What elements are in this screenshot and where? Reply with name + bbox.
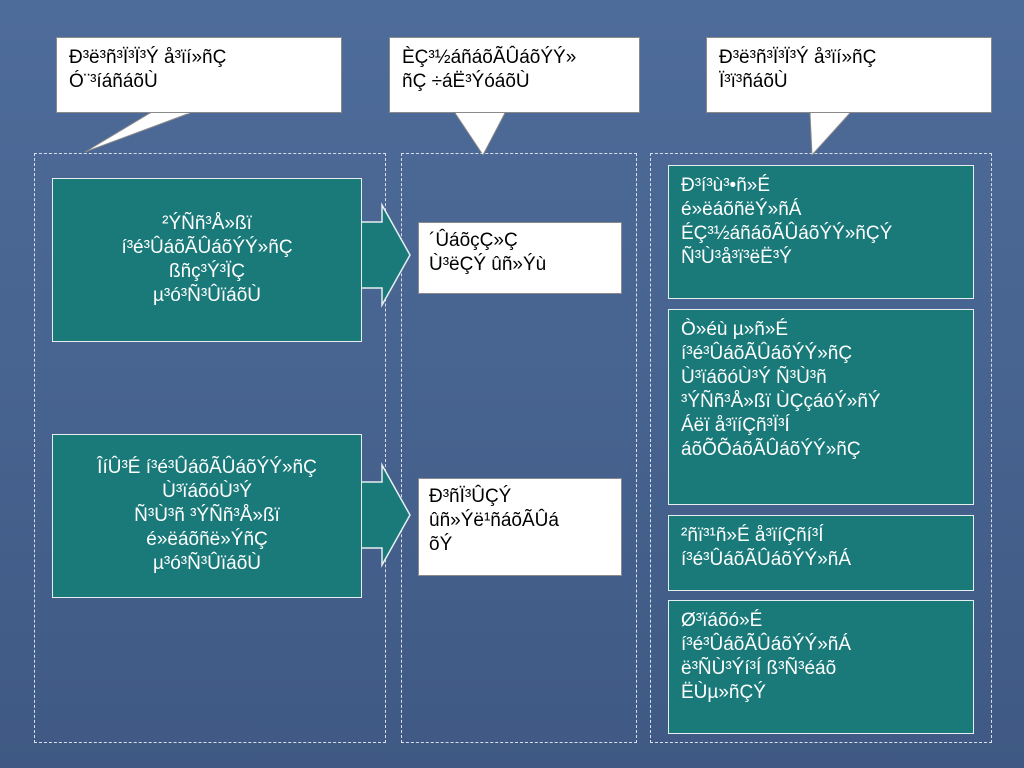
middle-box-1: ´ÛáõçÇ»Ç Ù³ëÇÝ ûñ»Ýù	[418, 222, 622, 294]
column-middle	[401, 153, 637, 743]
callout-middle: ÈÇ³½áñáõÃÛáõÝÝ» ñÇ ÷áË³ÝóáõÙ	[389, 37, 640, 113]
left-box-2: ÎíÛ³É í³é³ÛáõÃÛáõÝÝ»ñÇ Ù³ïáõóÙ³Ý Ñ³Ù³ñ ³…	[52, 434, 362, 598]
right-box-3: ²ñï³¹ñ»É å³ïíÇñí³Í í³é³ÛáõÃÛáõÝÝ»ñÁ	[668, 515, 974, 591]
column-left	[34, 153, 386, 743]
right-box-1: Ð³í³ù³•ñ»É é»ëáõñëÝ»ñÁ ÉÇ³½áñáõÃÛáõÝÝ»ñÇ…	[668, 165, 974, 299]
left-box-1: ²ÝÑñ³Å»ßï í³é³ÛáõÃÛáõÝÝ»ñÇ ßñç³Ý³ÏÇ µ³ó³…	[52, 178, 362, 342]
column-right	[650, 153, 992, 743]
arrow-right-icon	[359, 202, 411, 308]
middle-box-2: Ð³ñÏ³ÛÇÝ ûñ»Ýë¹ñáõÃÛá õÝ	[418, 478, 622, 576]
right-box-2: Ò»éù µ»ñ»É í³é³ÛáõÃÛáõÝÝ»ñÇ Ù³ïáõóÙ³Ý Ñ³…	[668, 309, 974, 505]
arrow-right-icon	[359, 462, 411, 568]
callout-left: Ð³ë³ñ³Ï³Ï³Ý å³ïí»ñÇ Ó¨³íáñáõÙ	[56, 37, 342, 113]
right-box-4: Ø³ïáõó»É í³é³ÛáõÃÛáõÝÝ»ñÁ ë³ÑÙ³Ýí³Í ß³Ñ³…	[668, 600, 974, 734]
callout-right: Ð³ë³ñ³Ï³Ï³Ý å³ïí»ñÇ Ï³ï³ñáõÙ	[706, 37, 992, 113]
